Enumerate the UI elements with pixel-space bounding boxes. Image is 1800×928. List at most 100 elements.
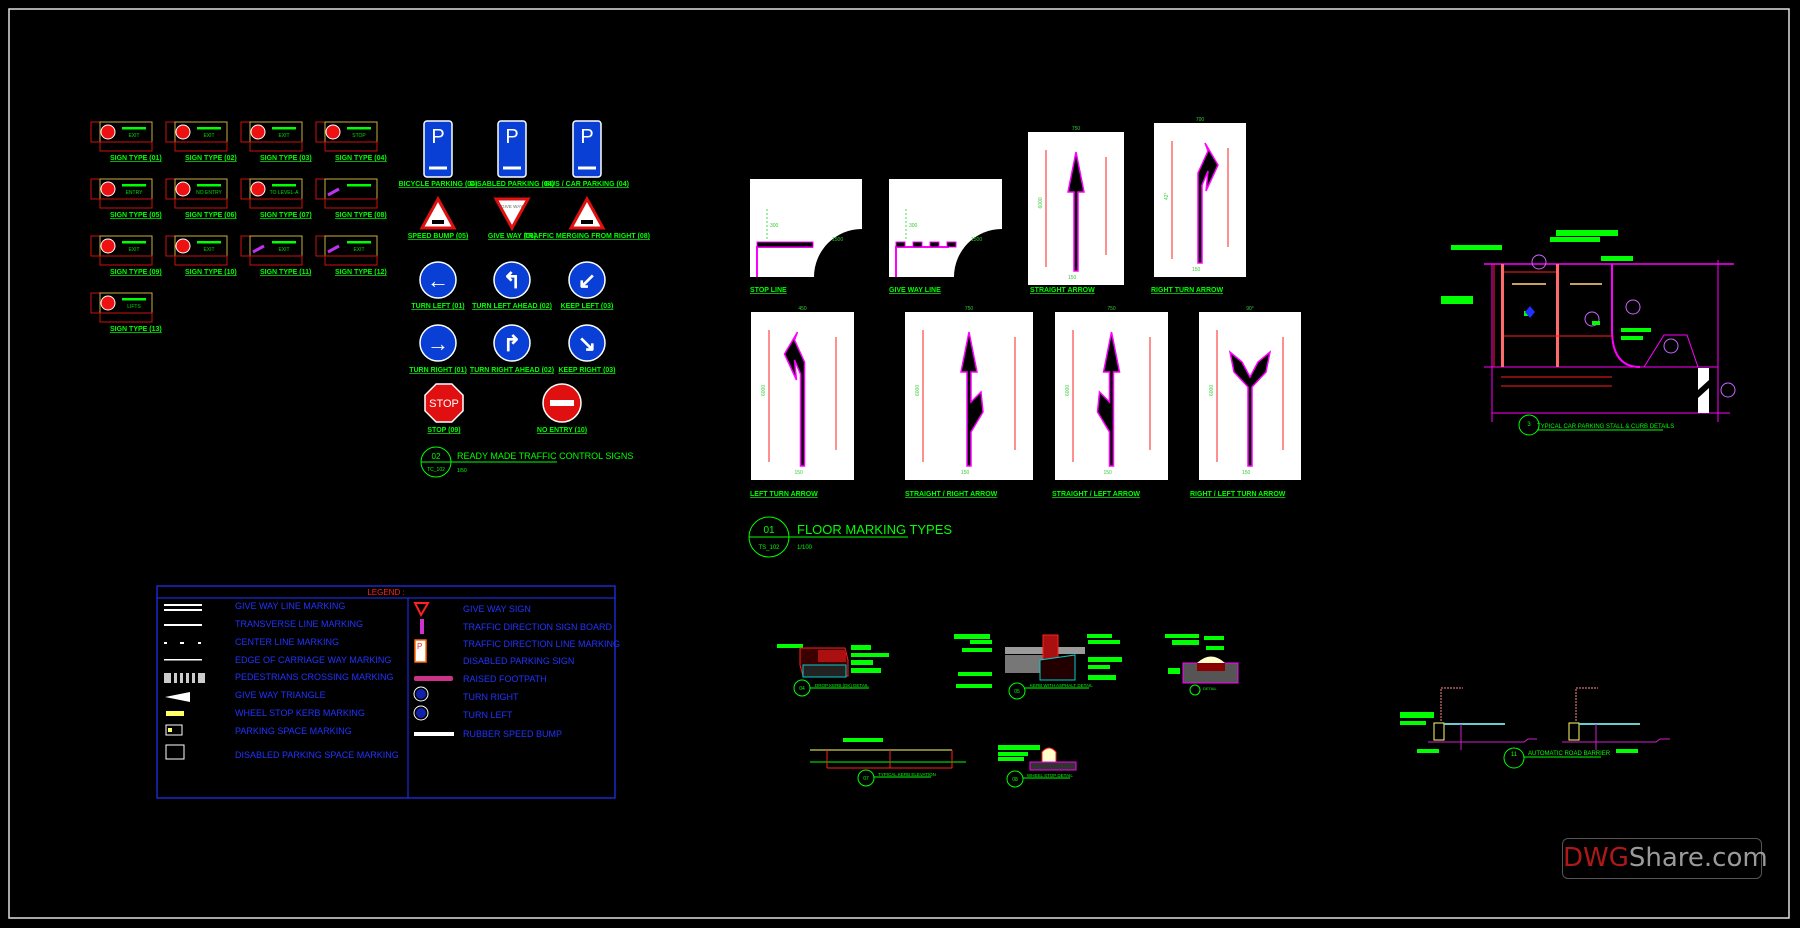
dimension-text: 300 (770, 223, 779, 229)
pedestrian-icon (252, 244, 265, 254)
watermark-brand-gray: Share.com (1628, 843, 1768, 873)
dimension-text: 750 (1107, 306, 1116, 312)
detail-number: 08 (1012, 777, 1018, 783)
traffic-sign-circle-right-ahead[interactable]: ↱TURN RIGHT AHEAD (02) (470, 324, 554, 374)
traffic-sign-triangle-bump[interactable]: SPEED BUMP (05) (408, 195, 469, 240)
base (99, 255, 153, 266)
text-bar (122, 127, 146, 130)
base (324, 141, 378, 152)
traffic-sign-circle-keep-right[interactable]: ↘KEEP RIGHT (03) (558, 324, 616, 374)
direction-arrow-icon: ↰ (503, 268, 521, 293)
ahead-icon (250, 124, 266, 140)
dimension-text: 6000 (915, 385, 921, 396)
traffic-sign-label: SPEED BUMP (05) (408, 233, 469, 240)
detail-title: TYPICAL KERB ELEVATION (878, 772, 936, 777)
u-turn-icon (100, 124, 116, 140)
legend-item-label: GIVE WAY TRIANGLE (235, 690, 326, 700)
sign-text: EXIT (203, 133, 214, 139)
sign-type-item[interactable]: SIGN TYPE (08) (315, 178, 387, 219)
traffic-sign-circle-left-ahead[interactable]: ↰TURN LEFT AHEAD (02) (472, 261, 552, 310)
text-bar (347, 241, 371, 244)
sign-label: SIGN TYPE (03) (260, 155, 312, 162)
floor-marking-label: STRAIGHT / RIGHT ARROW (905, 491, 998, 498)
dimension-text: 1500 (832, 237, 843, 243)
sign-type-item[interactable]: EXIT SIGN TYPE (11) (240, 235, 311, 276)
traffic-sign-circle-keep-left[interactable]: ↙KEEP LEFT (03) (561, 261, 614, 310)
text-bar (197, 127, 221, 130)
kerb-with-asphalt-detail: 05 KERB WITH ASPHALT DETAIL (954, 634, 1122, 700)
sign-label: SIGN TYPE (08) (335, 212, 387, 219)
mandatory-sign-icon (419, 324, 457, 362)
title-text: FLOOR MARKING TYPES (797, 522, 952, 537)
sign-label: SIGN TYPE (01) (110, 155, 162, 162)
parking-glyph: P (431, 126, 444, 148)
traffic-sign-label: TURN RIGHT (01) (409, 367, 467, 374)
dimension-text: 150 (795, 470, 804, 476)
title-sheet: TC_102 (427, 467, 445, 473)
dimension-text: 6000 (761, 385, 767, 396)
bracket (240, 178, 251, 200)
legend-item-label: PEDESTRIANS CROSSING MARKING (235, 672, 394, 682)
traffic-sign-circle-right[interactable]: →TURN RIGHT (01) (409, 324, 467, 374)
traffic-sign-label: DISABLED PARKING (04) (470, 181, 554, 188)
stop-text: STOP (429, 398, 459, 410)
floor-marking-label: RIGHT TURN ARROW (1151, 287, 1223, 294)
traffic-signs-title-block: 02 TC_102 READY MADE TRAFFIC CONTROL SIG… (420, 446, 633, 478)
base (249, 141, 303, 152)
no-entry-bar (550, 400, 574, 406)
sign-board (324, 178, 378, 200)
parking-glyph: P (505, 126, 518, 148)
traffic-sign-triangle-merge[interactable]: TRAFFIC MERGING FROM RIGHT (08) (524, 195, 650, 240)
detail-title: DETAIL (1203, 686, 1217, 691)
sign-label: SIGN TYPE (11) (260, 269, 311, 276)
text-bar (122, 241, 146, 244)
traffic-sign-label: TRAFFIC MERGING FROM RIGHT (08) (524, 233, 650, 240)
sign-text: EXIT (353, 247, 364, 253)
sign-text: ENTRY (126, 190, 144, 196)
floor-marking-label: STOP LINE (750, 287, 787, 294)
title-scale: 1/100 (797, 545, 813, 551)
sign-text: LIFTS (127, 304, 141, 310)
base (174, 141, 228, 152)
sign-label: SIGN TYPE (06) (185, 212, 237, 219)
sign-text: EXIT (278, 247, 289, 253)
traffic-sign-parking-disabled[interactable]: P DISABLED PARKING (04) (470, 120, 554, 188)
svg-text:P: P (417, 642, 422, 651)
warning-triangle-icon (419, 195, 457, 230)
traffic-sign-circle-left[interactable]: ←TURN LEFT (01) (411, 261, 465, 310)
parking-stall-detail: 3 TYPICAL CAR PARKING STALL & CURB DETAI… (1441, 230, 1736, 436)
base (324, 198, 378, 209)
no-entry-icon (175, 181, 191, 197)
dimension-text: 150 (1192, 267, 1201, 273)
text-bar (347, 184, 371, 187)
traffic-sign-no-entry[interactable]: NO ENTRY (10) (537, 383, 587, 434)
kerb-details: 04 DROP KERB (DK) DETAIL 05 KERB WITH AS… (777, 634, 1670, 788)
base (99, 312, 153, 323)
dimension-text: 42° (1164, 192, 1170, 200)
